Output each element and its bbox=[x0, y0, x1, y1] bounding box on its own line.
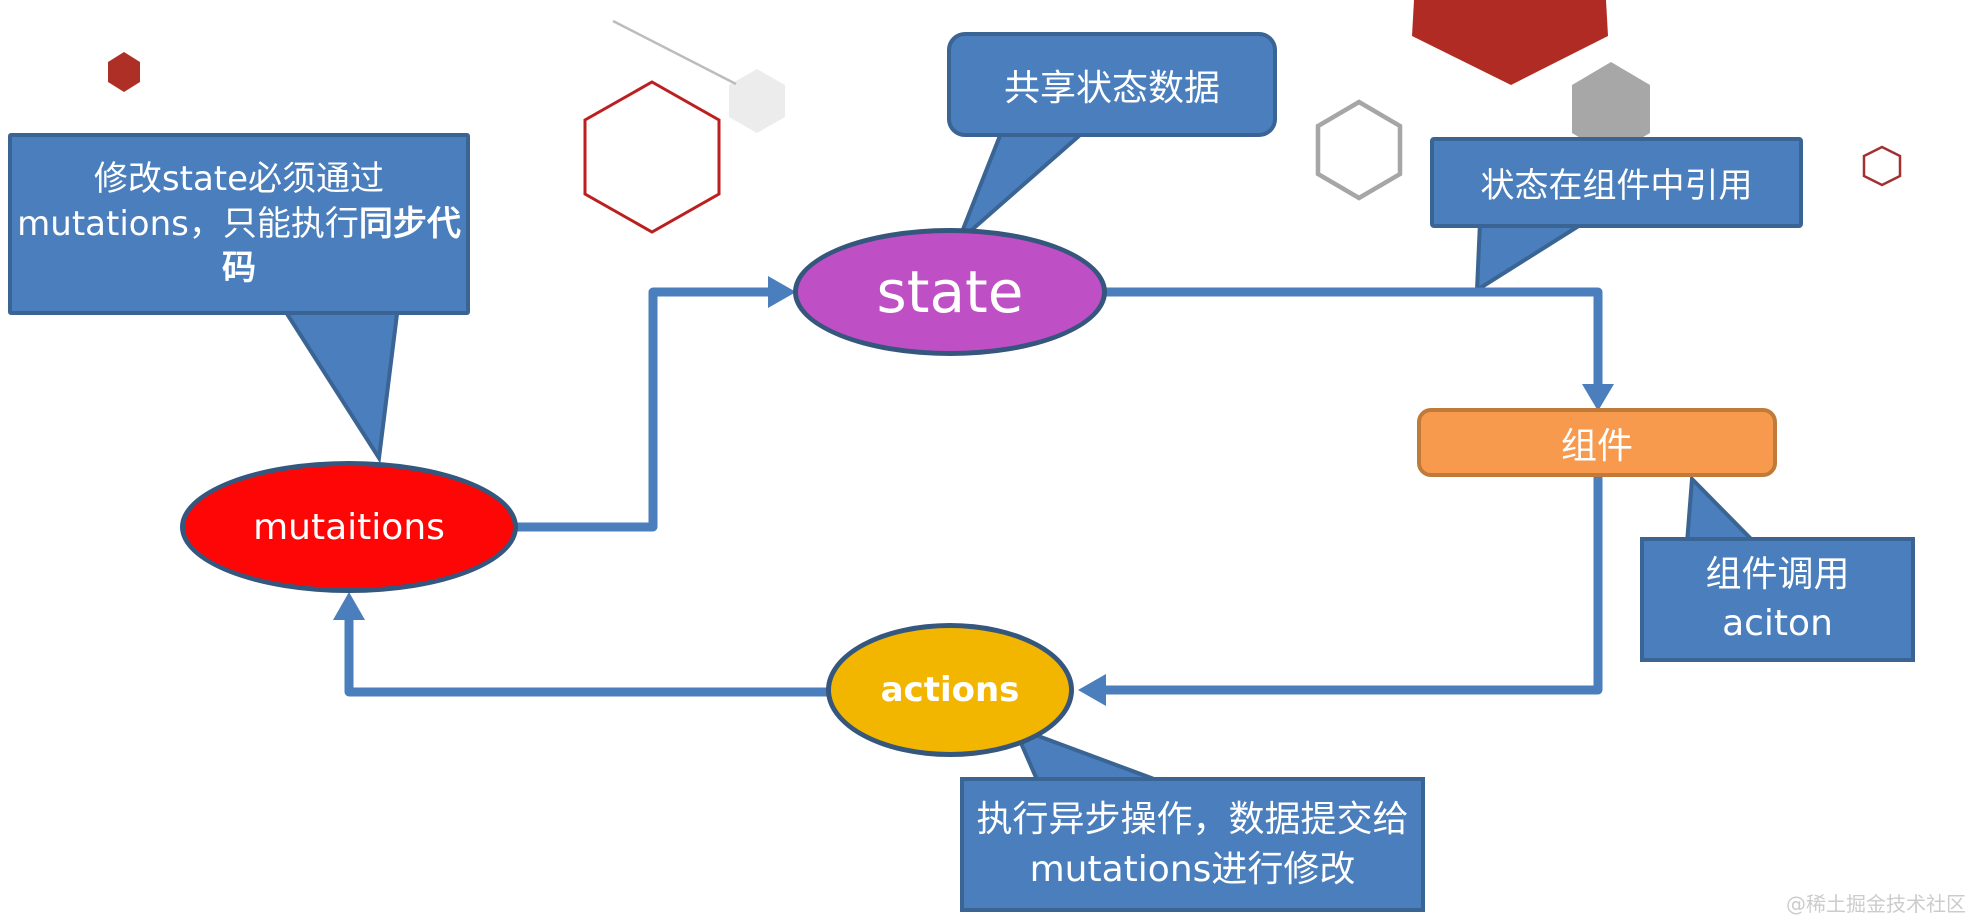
node-component-label: 组件 bbox=[1560, 425, 1633, 467]
arrowhead-into-component bbox=[1582, 384, 1614, 411]
arrowhead-into-state bbox=[768, 276, 796, 308]
callout-state-note: 共享状态数据 bbox=[947, 32, 1277, 137]
callout-tail-mutations-note bbox=[278, 304, 401, 464]
arrow-component-to-actions bbox=[1106, 470, 1603, 695]
callout-mutations-note-bold: 同步代码 bbox=[222, 203, 461, 289]
hexagon-solid-red-top bbox=[1412, 0, 1608, 85]
node-mutations: mutaitions bbox=[180, 461, 518, 593]
hexagon-outline-red-small bbox=[1862, 145, 1902, 187]
arrow-mutations-to-state bbox=[515, 287, 770, 532]
callout-tail-component-action-note bbox=[1684, 474, 1760, 545]
hexagon-solid-gray bbox=[1572, 62, 1650, 156]
node-state: state bbox=[793, 228, 1107, 356]
callout-state-note-text: 共享状态数据 bbox=[1003, 67, 1220, 109]
callout-actions-note-text: 执行异步操作，数据提交给mutations进行修改 bbox=[976, 798, 1409, 890]
node-actions: actions bbox=[826, 623, 1074, 757]
callout-tail-state-note bbox=[956, 126, 1094, 244]
hexagon-outline-red-large bbox=[583, 80, 721, 234]
arrowhead-into-actions bbox=[1078, 674, 1106, 706]
node-mutations-label: mutaitions bbox=[253, 506, 445, 548]
watermark: @稀土掘金技术社区 bbox=[1786, 892, 1966, 916]
callout-tail-component-ref-note bbox=[1474, 220, 1592, 294]
node-actions-label: actions bbox=[880, 670, 1020, 710]
callout-mutations-note-text: 修改state必须通过mutations，只能执行同步代码 bbox=[12, 157, 466, 292]
callout-component-action-note-text: 组件调用 aciton bbox=[1705, 551, 1849, 648]
decorative-diagonal-line bbox=[612, 19, 737, 86]
callout-component-action-note-line1: 组件调用 bbox=[1705, 553, 1850, 595]
arrow-state-to-component bbox=[1100, 287, 1603, 386]
node-component: 组件 bbox=[1417, 408, 1777, 477]
callout-component-action-note-line2: aciton bbox=[1722, 602, 1833, 644]
arrow-actions-to-mutations bbox=[344, 618, 830, 697]
callout-actions-note: 执行异步操作，数据提交给mutations进行修改 bbox=[960, 777, 1425, 912]
hexagon-solid-red-topleft bbox=[108, 52, 140, 92]
callout-mutations-note: 修改state必须通过mutations，只能执行同步代码 bbox=[8, 133, 470, 315]
hexagon-solid-lightgray bbox=[729, 69, 785, 133]
callout-component-ref-note-text: 状态在组件中引用 bbox=[1480, 166, 1753, 206]
callout-mutations-note-normal: 修改state必须通过mutations，只能执行 bbox=[17, 158, 385, 244]
arrowhead-into-mutations bbox=[333, 592, 365, 620]
node-state-label: state bbox=[876, 258, 1024, 326]
callout-component-ref-note: 状态在组件中引用 bbox=[1430, 137, 1803, 228]
hexagon-outline-gray bbox=[1315, 99, 1403, 201]
callout-component-action-note: 组件调用 aciton bbox=[1640, 537, 1915, 662]
